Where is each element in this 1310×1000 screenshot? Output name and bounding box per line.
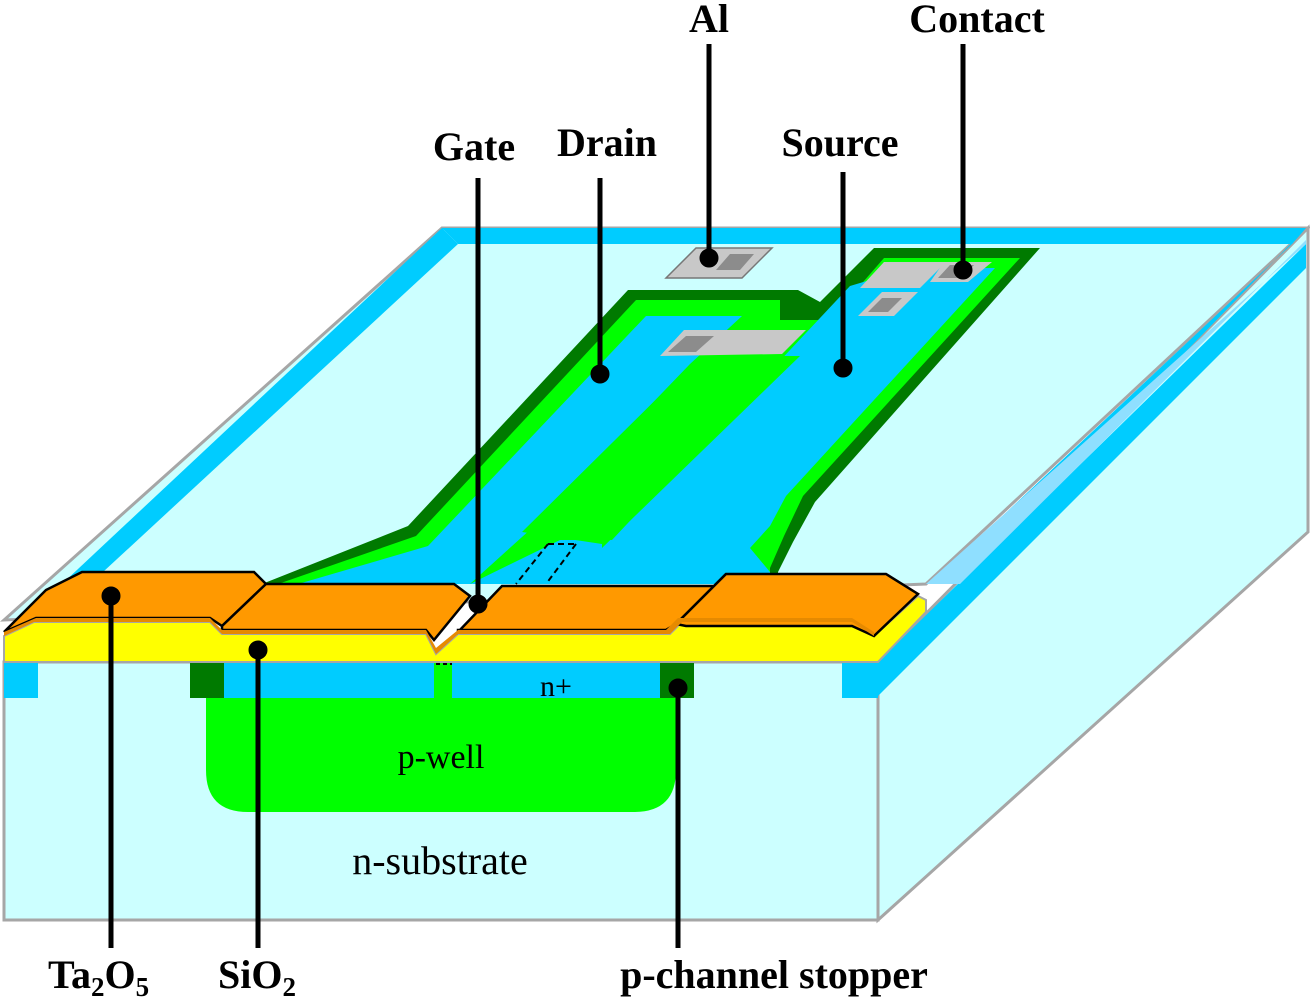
p-channel-stopper-left	[190, 662, 224, 698]
n-plus-source	[452, 662, 662, 698]
contact-label: Contact	[909, 0, 1045, 41]
contact-leader-dot	[953, 260, 973, 280]
drain-contact-hole	[668, 336, 714, 352]
sio2-label: SiO2	[218, 952, 296, 1000]
sio2-label-main: SiO	[218, 952, 282, 997]
sio2-label-sub: 2	[282, 972, 296, 1000]
front-section	[3, 570, 927, 812]
gate-dashed-outline	[515, 543, 577, 585]
source-region	[470, 268, 995, 584]
ta2o5-label-sub1: 2	[91, 972, 105, 1000]
drain-region	[298, 316, 742, 584]
ta2o5-front-edge	[4, 618, 874, 654]
p-well-label: p-well	[398, 739, 485, 776]
field-implant-right	[842, 662, 878, 698]
ta2o5-label-o: O	[105, 952, 136, 997]
stopper-leader-dot	[668, 678, 688, 698]
field-frame	[62, 228, 1306, 696]
drain-label: Drain	[557, 120, 657, 165]
gate-leader-dot	[468, 594, 488, 614]
field-frame-back-top	[442, 228, 1306, 244]
p-well-region	[206, 662, 676, 812]
gate-channel-strip	[522, 356, 800, 548]
ta2o5-label-ta: Ta	[48, 952, 91, 997]
source-leader-dot	[833, 358, 853, 378]
source-contact-hole-2	[868, 298, 902, 312]
n-plus-drain	[222, 662, 434, 698]
source-label: Source	[781, 120, 898, 165]
drain-leader-dot	[590, 364, 610, 384]
n-plus-label: n+	[540, 670, 572, 703]
al-label: Al	[689, 0, 729, 41]
sio2-leader-dot	[248, 640, 268, 660]
ta2o5-label-sub2: 5	[136, 972, 150, 1000]
al-leader-dot	[699, 248, 719, 268]
field-frame-right-face	[878, 244, 1306, 696]
gate-label: Gate	[433, 124, 515, 169]
al-pad-hole	[716, 254, 754, 270]
n-substrate-label: n-substrate	[352, 838, 528, 883]
field-frame-left-top	[62, 228, 458, 584]
field-implant-left	[4, 662, 38, 698]
ta2o5-leader-dot	[101, 586, 121, 606]
leader-lines	[101, 44, 973, 948]
ta2o5-label: Ta2O5	[48, 952, 149, 1000]
p-channel-stopper-label: p-channel stopper	[620, 952, 928, 997]
source-contact-pad-1	[860, 262, 946, 288]
